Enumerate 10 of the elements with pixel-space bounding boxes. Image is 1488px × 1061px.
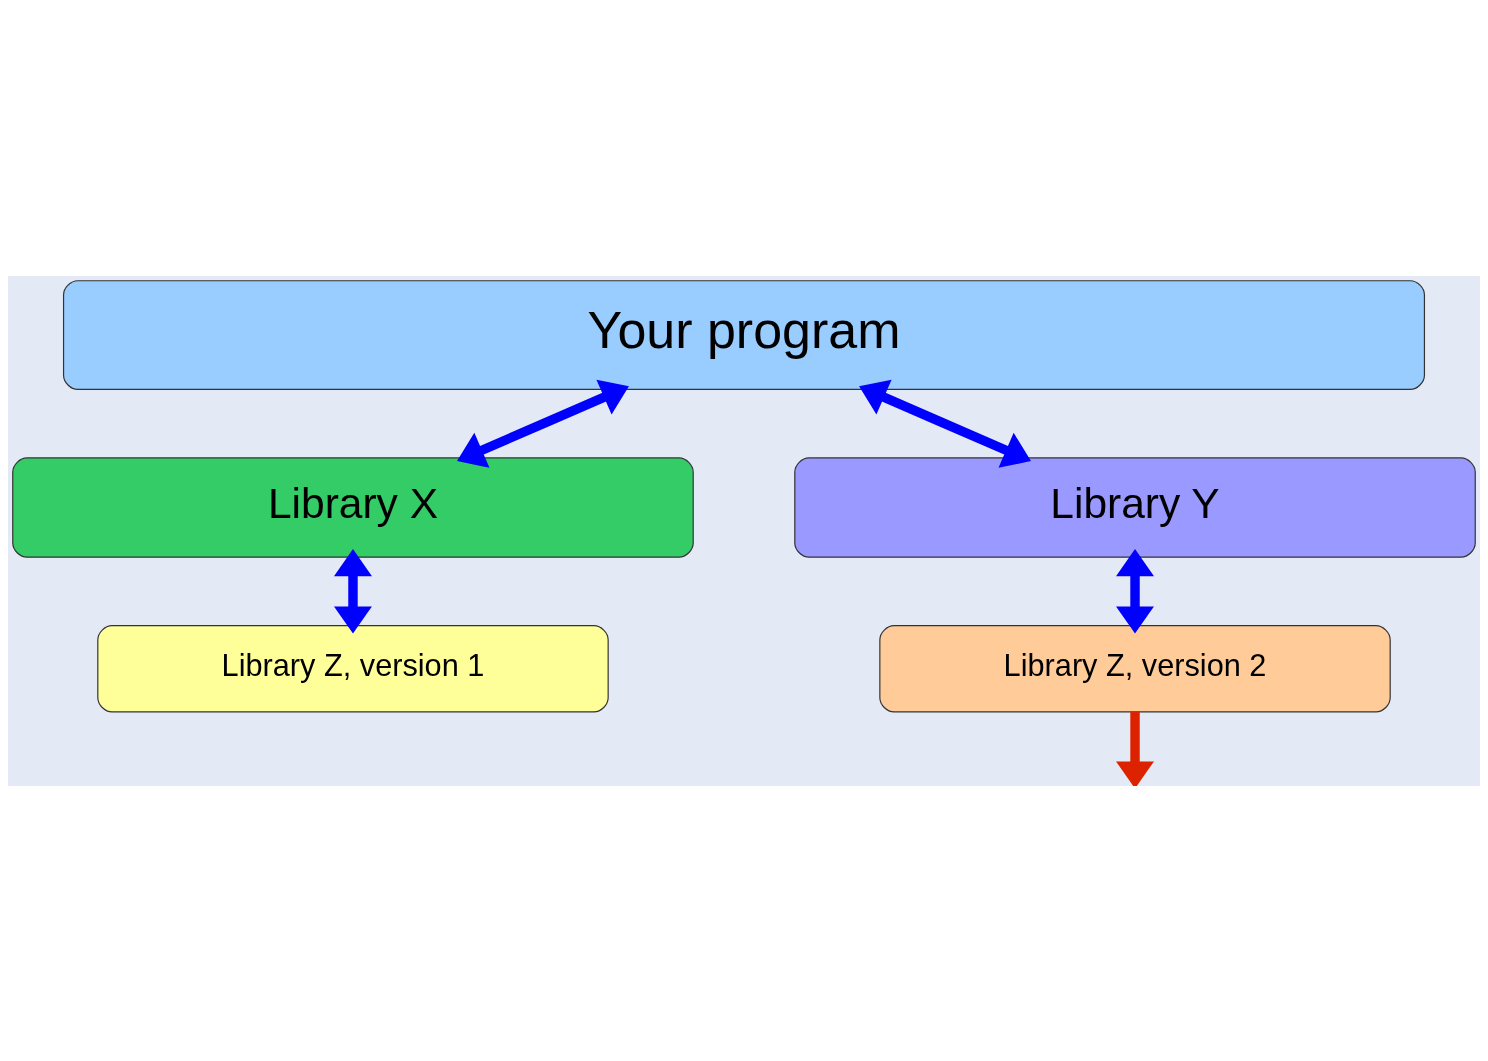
node-box: Your program: [62, 279, 1426, 390]
arrow: [859, 379, 1031, 468]
arrow: [1116, 711, 1154, 786]
arrow: [334, 548, 372, 633]
node-box: Library Z, version 2: [879, 624, 1391, 712]
arrow: [457, 379, 629, 468]
node-box: Library Z, version 1: [97, 624, 609, 712]
arrow: [1116, 548, 1154, 633]
node-box: Library Y: [794, 456, 1476, 558]
node-box: Library X: [12, 456, 694, 558]
